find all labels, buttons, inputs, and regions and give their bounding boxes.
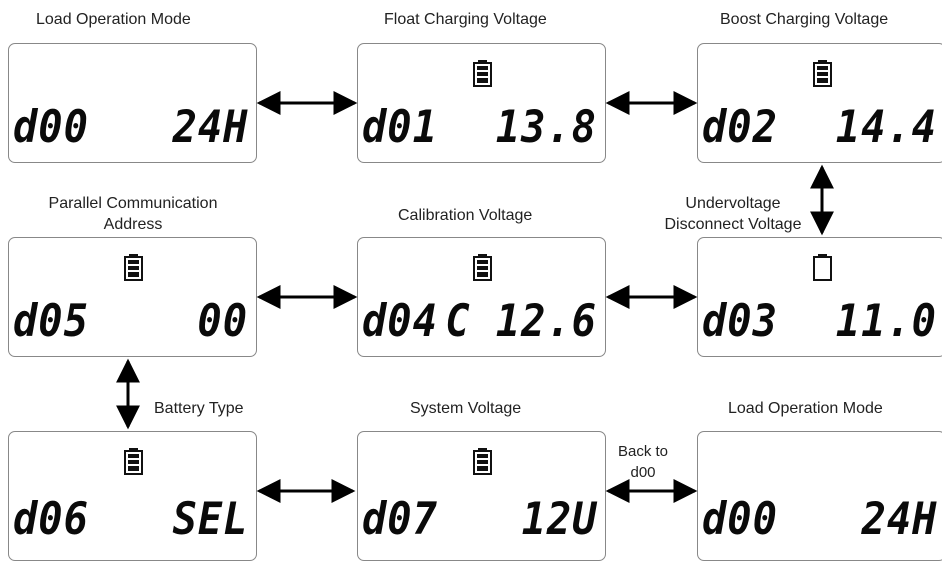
lcd-panel-d00-top: d00 24H <box>8 43 257 163</box>
lcd-code: d00 <box>13 102 89 153</box>
lcd-code: d03 <box>702 296 778 347</box>
lcd-panel-d02: d02 14.4 <box>697 43 942 163</box>
caption-load-operation-mode-bottom: Load Operation Mode <box>728 400 883 417</box>
battery-full-icon <box>472 60 492 87</box>
lcd-code: d01 <box>362 102 438 153</box>
caption-system-voltage: System Voltage <box>410 400 522 417</box>
lcd-value: 12U <box>521 494 597 545</box>
lcd-value: 14.4 <box>835 102 937 153</box>
lcd-code: d02 <box>702 102 778 153</box>
battery-full-icon <box>812 60 832 87</box>
caption-parallel-communication-address: Parallel Communication Address <box>48 195 218 233</box>
lcd-value: 11.0 <box>835 296 937 347</box>
caption-undervoltage-disconnect-voltage: Undervoltage Disconnect Voltage <box>664 195 802 233</box>
lcd-value: 24H <box>861 494 937 545</box>
lcd-code: d07 <box>362 494 438 545</box>
caption-boost-charging-voltage: Boost Charging Voltage <box>720 11 889 28</box>
lcd-value: C 12.6 <box>445 296 597 347</box>
caption-load-operation-mode-top: Load Operation Mode <box>36 11 191 28</box>
lcd-code: d04 <box>362 296 438 347</box>
lcd-value: 00 <box>197 296 248 347</box>
caption-battery-type: Battery Type <box>154 400 244 417</box>
lcd-value: SEL <box>172 494 248 545</box>
caption-back-to-d00: Back to d00 <box>617 443 669 481</box>
battery-empty-icon <box>812 254 832 281</box>
lcd-panel-d04: d04 C 12.6 <box>357 237 606 357</box>
lcd-panel-d03: d03 11.0 <box>697 237 942 357</box>
lcd-value: 13.8 <box>495 102 597 153</box>
caption-calibration-voltage: Calibration Voltage <box>398 207 533 224</box>
lcd-panel-d01: d01 13.8 <box>357 43 606 163</box>
lcd-panel-d07: d07 12U <box>357 431 606 561</box>
lcd-panel-d05: d05 00 <box>8 237 257 357</box>
battery-full-icon <box>123 254 143 281</box>
lcd-panel-d06: d06 SEL <box>8 431 257 561</box>
battery-full-icon <box>472 448 492 475</box>
caption-float-charging-voltage: Float Charging Voltage <box>384 11 547 28</box>
battery-full-icon <box>123 448 143 475</box>
lcd-value: 24H <box>172 102 248 153</box>
lcd-code: d05 <box>13 296 89 347</box>
connector-arrows <box>116 91 834 503</box>
battery-full-icon <box>472 254 492 281</box>
lcd-code: d00 <box>702 494 778 545</box>
lcd-code: d06 <box>13 494 89 545</box>
lcd-panel-d00-bottom: d00 24H <box>697 431 942 561</box>
